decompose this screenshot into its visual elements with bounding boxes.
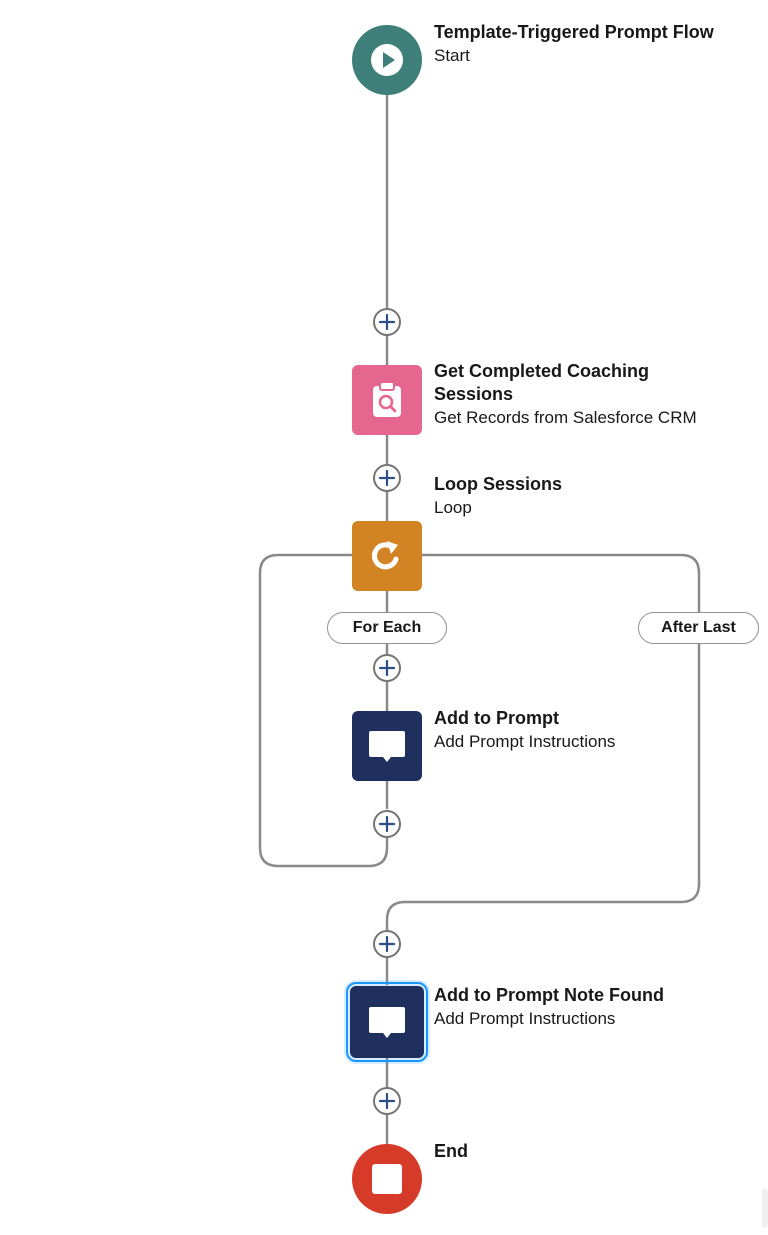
plus-icon	[379, 1093, 395, 1109]
start-subtitle: Start	[434, 46, 470, 65]
plus-icon	[379, 660, 395, 676]
start-node[interactable]	[352, 25, 422, 95]
start-title: Template-Triggered Prompt Flow	[434, 22, 714, 42]
add-prompt-node[interactable]	[352, 711, 422, 781]
loop-label: Loop Sessions Loop	[434, 473, 734, 519]
stop-icon	[372, 1164, 402, 1194]
loop-node[interactable]	[352, 521, 422, 591]
add-prompt-note-title: Add to Prompt Note Found	[434, 985, 664, 1005]
add-prompt-title: Add to Prompt	[434, 708, 559, 728]
end-title: End	[434, 1141, 468, 1161]
plus-icon	[379, 816, 395, 832]
play-icon	[371, 44, 403, 76]
add-prompt-label: Add to Prompt Add Prompt Instructions	[434, 707, 734, 753]
scrollbar-edge[interactable]	[762, 1188, 768, 1228]
end-label: End	[434, 1140, 634, 1163]
add-element-button-1[interactable]	[373, 308, 401, 336]
add-element-button-2[interactable]	[373, 464, 401, 492]
plus-icon	[379, 936, 395, 952]
add-element-button-5[interactable]	[373, 930, 401, 958]
message-bubble-icon	[369, 1007, 405, 1038]
message-bubble-icon	[369, 731, 405, 762]
get-sessions-subtitle: Get Records from Salesforce CRM	[434, 408, 697, 427]
after-last-branch-label[interactable]: After Last	[638, 612, 759, 644]
for-each-branch-label[interactable]: For Each	[327, 612, 447, 644]
plus-icon	[379, 314, 395, 330]
loop-arrow-icon	[371, 541, 399, 570]
add-prompt-note-subtitle: Add Prompt Instructions	[434, 1009, 616, 1028]
add-element-button-3[interactable]	[373, 654, 401, 682]
plus-icon	[379, 470, 395, 486]
add-prompt-note-label: Add to Prompt Note Found Add Prompt Inst…	[434, 984, 754, 1030]
clipboard-search-icon	[373, 381, 401, 417]
add-element-button-4[interactable]	[373, 810, 401, 838]
get-sessions-node[interactable]	[352, 365, 422, 435]
get-sessions-label: Get Completed Coaching Sessions Get Reco…	[434, 360, 764, 429]
add-element-button-6[interactable]	[373, 1087, 401, 1115]
end-node[interactable]	[352, 1144, 422, 1214]
add-prompt-subtitle: Add Prompt Instructions	[434, 732, 616, 751]
add-prompt-note-node[interactable]	[346, 982, 428, 1062]
loop-title: Loop Sessions	[434, 474, 563, 494]
get-sessions-title: Get Completed Coaching Sessions	[434, 361, 650, 404]
loop-subtitle: Loop	[434, 498, 472, 517]
start-label: Template-Triggered Prompt Flow Start	[434, 21, 734, 67]
